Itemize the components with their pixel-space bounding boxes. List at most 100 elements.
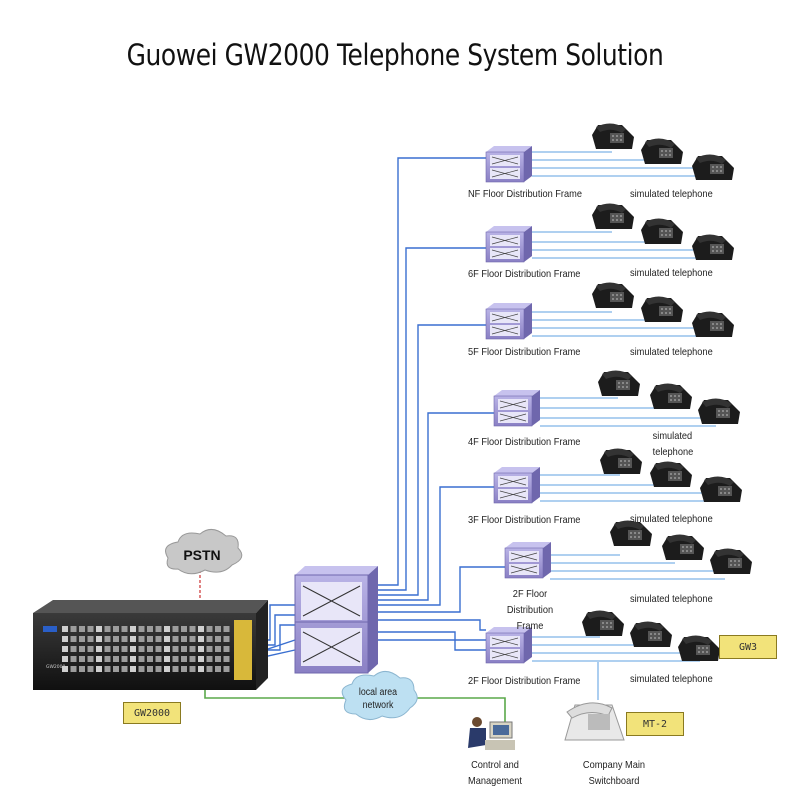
rack-port (138, 646, 145, 652)
rack-port (147, 646, 153, 652)
rack-port (87, 666, 94, 672)
switchboard-label-line1: Company Main (582, 759, 646, 771)
telephone-icon (662, 534, 704, 560)
rack-port (155, 646, 162, 652)
telephone-icon (582, 610, 624, 636)
rack-port (172, 656, 179, 662)
rack-port (138, 626, 145, 632)
rack-port (96, 646, 102, 652)
rack-port (87, 656, 94, 662)
control-label-line2: Management (468, 775, 522, 787)
gw2000-device: GW2000 (33, 600, 268, 690)
rack-port (164, 636, 170, 642)
rack-port (62, 656, 68, 662)
rack-port (87, 646, 94, 652)
rack-port (79, 626, 85, 632)
rack-port (155, 636, 162, 642)
telephone-icon (698, 398, 740, 424)
rack-port (164, 656, 170, 662)
floor-frame-label: 4F Floor Distribution Frame (468, 436, 581, 448)
rack-port (206, 656, 213, 662)
telephone-icon (630, 621, 672, 647)
rack-port (223, 656, 230, 662)
rack-port (70, 666, 77, 672)
rack-port (70, 626, 77, 632)
telephone-icon (592, 123, 634, 149)
rack-port (138, 636, 145, 642)
rack-port (147, 626, 153, 632)
rack-port (130, 656, 136, 662)
phone-group-label: simulated telephone (630, 513, 713, 525)
telephone-icon (692, 154, 734, 180)
rack-port (121, 626, 128, 632)
rack-port (223, 666, 230, 672)
floor-frame-label: 5F Floor Distribution Frame (468, 346, 581, 358)
floor-distribution-frame (485, 302, 533, 340)
rack-port (113, 656, 119, 662)
rack-port (96, 656, 102, 662)
rack-port (189, 646, 196, 652)
floor-frame-label: 2F Floor Distribution Frame (468, 675, 581, 687)
rack-port (113, 626, 119, 632)
rack-port (147, 656, 153, 662)
rack-port (130, 666, 136, 672)
rack-port (70, 656, 77, 662)
control-label-line1: Control and (471, 759, 519, 771)
rack-port (198, 646, 204, 652)
rack-port (189, 636, 196, 642)
rack-port (215, 626, 221, 632)
rack-port (189, 666, 196, 672)
telephone-icon (592, 282, 634, 308)
rack-port (206, 646, 213, 652)
rack-port (223, 646, 230, 652)
rack-port (215, 656, 221, 662)
phone-group-label: simulated telephone (630, 593, 713, 605)
rack-port (130, 626, 136, 632)
lan-label: local area network (353, 686, 402, 712)
rack-port (172, 646, 179, 652)
rack-port (79, 656, 85, 662)
rack-port (181, 646, 187, 652)
rack-port (62, 646, 68, 652)
rack-port (164, 666, 170, 672)
telephone-icon (678, 635, 720, 661)
page-title: Guowei GW2000 Telephone System Solution (126, 38, 664, 72)
rack-port (164, 626, 170, 632)
rack-port (181, 666, 187, 672)
rack-port (206, 626, 213, 632)
rack-port (121, 646, 128, 652)
pstn-label: PSTN (183, 547, 220, 563)
floor-distribution-frame (485, 145, 533, 183)
rack-port (113, 636, 119, 642)
switchboard-label: Company Main Switchboard (577, 757, 651, 789)
phone-group-label: simulated telephone (630, 188, 713, 200)
rack-port (104, 626, 111, 632)
telephone-icon (700, 476, 742, 502)
rack-port (104, 666, 111, 672)
rack-port (62, 636, 68, 642)
lan-label-line2: network (362, 700, 394, 711)
rack-port (130, 636, 136, 642)
rack-port (198, 636, 204, 642)
rack-port (206, 636, 213, 642)
rack-port (147, 636, 153, 642)
lan-label-line1: local area (358, 687, 398, 698)
switchboard-phone-icon (564, 702, 625, 741)
rack-port (104, 646, 111, 652)
rack-port (104, 656, 111, 662)
rack-port (198, 626, 204, 632)
telephone-icon (641, 296, 683, 322)
gw2000-tag: GW2000 (123, 702, 181, 724)
telephone-icon (641, 138, 683, 164)
rack-port (147, 666, 153, 672)
rack-port (138, 656, 145, 662)
switchboard-label-line2: Switchboard (588, 775, 640, 787)
rack-port (79, 636, 85, 642)
floor-distribution-frame (493, 466, 541, 504)
rack-port (70, 646, 77, 652)
rack-port (155, 666, 162, 672)
mt2-tag: MT-2 (626, 712, 684, 736)
rack-port (62, 666, 68, 672)
